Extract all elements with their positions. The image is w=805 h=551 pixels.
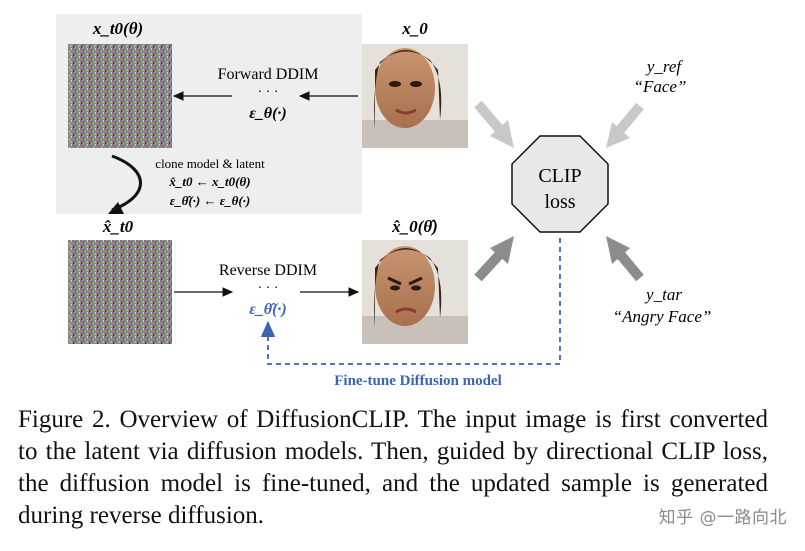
bottom-latent-label: x̂_t0: [102, 217, 134, 236]
top-latent-noise: [68, 44, 172, 148]
clone-curved-arrow: [111, 154, 142, 212]
output-label: x̂_0(θ̂): [391, 217, 438, 236]
clone-line-2: x̂_t0 ← x_t0(θ): [168, 174, 250, 189]
clone-line-1: clone model & latent: [155, 156, 265, 171]
arrow-x0-to-clip: [474, 100, 514, 148]
caption-text: Overview of DiffusionCLIP. The input ima…: [18, 406, 769, 529]
figure-caption: Figure 2. Overview of DiffusionCLIP. The…: [18, 404, 768, 532]
clip-label: CLIP: [538, 165, 581, 187]
ytar-symbol: y_tar: [644, 285, 682, 304]
watermark: 知乎 @一路向北: [658, 508, 787, 528]
reverse-eps: ε_θ̂(·): [249, 301, 287, 318]
source-face-image: [362, 44, 468, 148]
ytar-text: “Angry Face”: [613, 307, 712, 326]
clone-line-3: ε_θ̂(·) ← ε_θ(·): [170, 193, 250, 208]
finetune-dashed-path: [260, 238, 561, 365]
output-face-image: [362, 240, 468, 344]
arrow-output-to-clip: [474, 236, 514, 282]
forward-ddim-label: Forward DDIM: [218, 66, 319, 83]
top-latent-label: x_t0(θ): [92, 19, 143, 38]
arrow-ytar-to-clip: [606, 236, 644, 282]
reverse-dots: · · ·: [258, 281, 279, 296]
diffusionclip-figure: x_t0(θ) Forward DDIM · · · ε_θ(·) x_0 cl…: [56, 14, 712, 389]
yref-symbol: y_ref: [645, 57, 684, 76]
clip-loss-octagon: [511, 135, 609, 233]
bottom-latent-noise: [68, 240, 172, 344]
finetune-label: Fine-tune Diffusion model: [334, 373, 502, 389]
forward-dots: · · ·: [258, 85, 279, 100]
forward-eps: ε_θ(·): [249, 105, 287, 122]
source-label: x_0: [401, 19, 428, 38]
reverse-ddim-label: Reverse DDIM: [219, 262, 317, 279]
arrow-yref-to-clip: [606, 102, 644, 148]
yref-text: “Face”: [634, 77, 687, 96]
loss-label: loss: [544, 191, 575, 213]
caption-label: Figure 2.: [18, 406, 111, 433]
